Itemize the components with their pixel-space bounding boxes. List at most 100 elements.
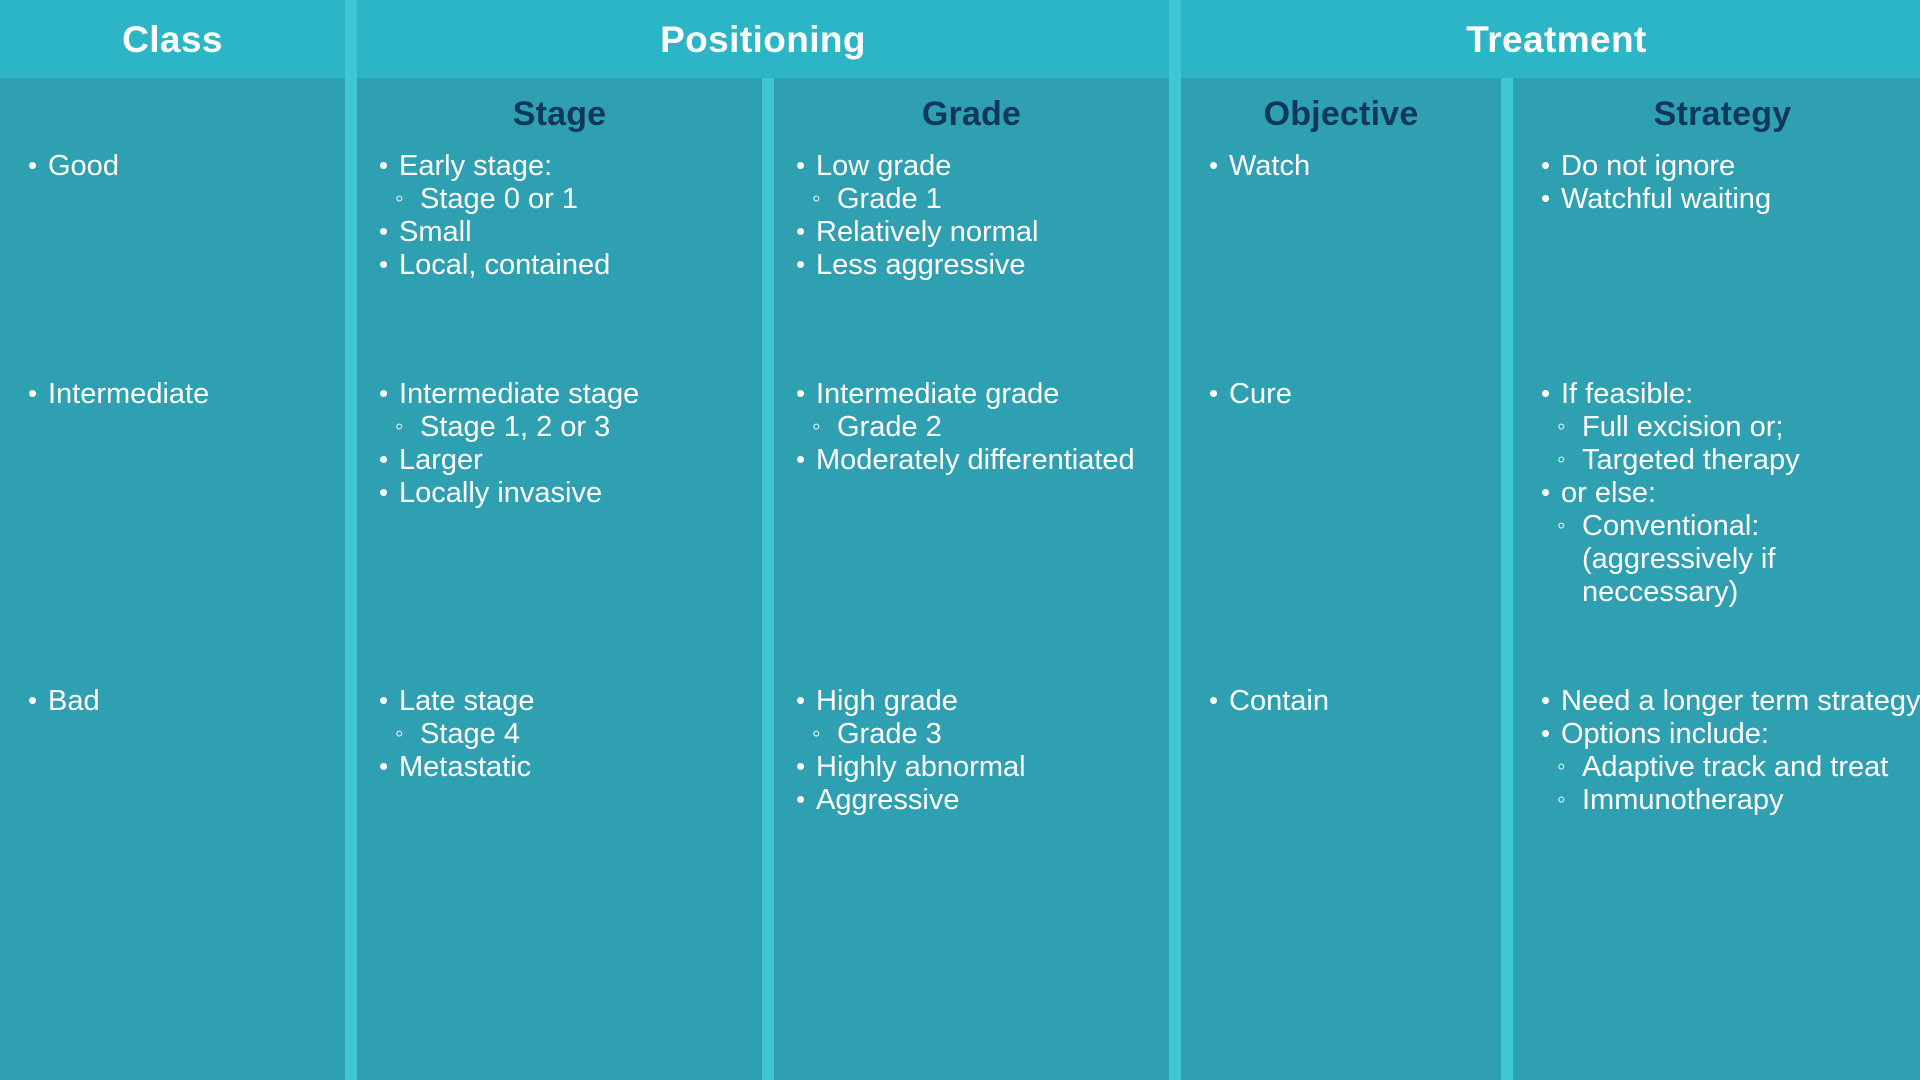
sub-list-item: Stage 1, 2 or 3 [387,410,758,444]
list-item: Intermediate [18,377,341,411]
cell-objective-good: Watch [1181,149,1501,183]
sub-list-item: Full excision or; [1549,410,1920,444]
column-divider-1 [345,78,357,1080]
sub-list-item: Stage 4 [387,717,758,751]
bullet-list: Intermediate grade Grade 2 Moderately di… [786,377,1165,477]
sub-list-item: Immunotherapy [1549,783,1920,817]
list-item: Do not ignore [1531,149,1920,183]
list-item: Good [18,149,341,183]
column-divider-3 [1169,78,1181,1080]
list-item: Relatively normal [786,215,1165,249]
sub-list-item: Grade 3 [804,717,1165,751]
list-item: Aggressive [786,783,1165,817]
bullet-list: Early stage: Stage 0 or 1 Small Local, c… [369,149,758,282]
bullet-list: Low grade Grade 1 Relatively normal Less… [786,149,1165,282]
list-item: Options include: [1531,717,1920,751]
group-header-treatment-label: Treatment [1466,18,1647,60]
list-item: Watchful waiting [1531,182,1920,216]
sub-bullet-list: Grade 1 [786,182,1165,216]
column-divider-4 [1501,78,1513,1080]
list-item: Local, contained [369,248,758,282]
cell-strategy-good: Do not ignore Watchful waiting [1513,149,1920,216]
bullet-list: Good [18,149,341,183]
list-item: Late stage [369,684,758,718]
bullet-list: Bad [18,684,341,718]
group-header-treatment: Treatment [1181,0,1920,78]
subheader-class [0,78,345,150]
bullet-list: Intermediate stage Stage 1, 2 or 3 Large… [369,377,758,510]
cell-grade-bad: High grade Grade 3 Highly abnormal Aggre… [774,684,1169,817]
column-strategy: Strategy Do not ignore Watchful waiting … [1513,78,1920,1080]
column-grade: Grade Low grade Grade 1 Relatively norma… [774,78,1169,1080]
list-item: Contain [1199,684,1497,718]
column-class-cells: Good Intermediate Bad [0,149,345,1080]
column-strategy-cells: Do not ignore Watchful waiting If feasib… [1513,149,1920,1080]
list-item: Bad [18,684,341,718]
cell-grade-intermediate: Intermediate grade Grade 2 Moderately di… [774,377,1169,477]
bullet-list: Late stage Stage 4 Metastatic [369,684,758,784]
column-divider-2 [762,78,774,1080]
column-objective: Objective Watch Cure Contain [1181,78,1501,1080]
cell-objective-intermediate: Cure [1181,377,1501,411]
subheader-objective: Objective [1263,95,1419,133]
bullet-list: If feasible: Full excision or; Targeted … [1531,377,1920,609]
column-objective-cells: Watch Cure Contain [1181,149,1501,1080]
column-class: Good Intermediate Bad [0,78,345,1080]
subheader-stage: Stage [512,95,607,133]
list-item: Metastatic [369,750,758,784]
list-item: If feasible: [1531,377,1920,411]
cell-stage-intermediate: Intermediate stage Stage 1, 2 or 3 Large… [357,377,762,510]
cell-objective-bad: Contain [1181,684,1501,718]
list-item: Small [369,215,758,249]
group-header-positioning: Positioning [357,0,1169,78]
cell-class-intermediate: Intermediate [0,377,345,411]
sub-bullet-list: Stage 1, 2 or 3 [369,410,758,444]
sub-bullet-list: Stage 0 or 1 [369,182,758,216]
list-item: Intermediate grade [786,377,1165,411]
column-stage-cells: Early stage: Stage 0 or 1 Small Local, c… [357,149,762,1080]
sub-list-item: Grade 2 [804,410,1165,444]
cell-stage-good: Early stage: Stage 0 or 1 Small Local, c… [357,149,762,282]
list-item: Larger [369,443,758,477]
column-grade-cells: Low grade Grade 1 Relatively normal Less… [774,149,1169,1080]
bullet-list: Cure [1199,377,1497,411]
sub-list-item: Grade 1 [804,182,1165,216]
group-header-positioning-label: Positioning [660,18,866,60]
list-item: Moderately differentiated [786,443,1165,477]
cell-grade-good: Low grade Grade 1 Relatively normal Less… [774,149,1169,282]
group-header-divider-2 [1169,0,1181,78]
bullet-list: Do not ignore Watchful waiting [1531,149,1920,216]
group-header-class-label: Class [122,18,223,60]
cell-class-good: Good [0,149,345,183]
sub-bullet-list: Stage 4 [369,717,758,751]
sub-bullet-list: Adaptive track and treat Immunotherapy [1531,750,1920,817]
list-item: High grade [786,684,1165,718]
bullet-list: Watch [1199,149,1497,183]
sub-list-item: Targeted therapy [1549,443,1920,477]
sub-bullet-list: Full excision or; Targeted therapy [1531,410,1920,477]
cell-stage-bad: Late stage Stage 4 Metastatic [357,684,762,784]
list-item: Cure [1199,377,1497,411]
list-item: Early stage: [369,149,758,183]
bullet-list: Intermediate [18,377,341,411]
sub-bullet-list: Conventional: (aggressively if neccessar… [1531,509,1920,609]
list-item: Need a longer term strategy [1531,684,1920,718]
list-item: Intermediate stage [369,377,758,411]
sub-bullet-list: Grade 2 [786,410,1165,444]
cell-strategy-intermediate: If feasible: Full excision or; Targeted … [1513,377,1920,609]
group-header-divider-1 [345,0,357,78]
cell-class-bad: Bad [0,684,345,718]
cell-strategy-bad: Need a longer term strategy Options incl… [1513,684,1920,817]
bullet-list: Need a longer term strategy Options incl… [1531,684,1920,817]
list-item: Less aggressive [786,248,1165,282]
column-stage: Stage Early stage: Stage 0 or 1 Small Lo… [357,78,762,1080]
subheader-grade: Grade [921,95,1022,133]
list-item: or else: [1531,476,1920,510]
group-header-class: Class [0,0,345,78]
list-item: Low grade [786,149,1165,183]
list-item: Highly abnormal [786,750,1165,784]
sub-list-item: Stage 0 or 1 [387,182,758,216]
sub-bullet-list: Grade 3 [786,717,1165,751]
bullet-list: Contain [1199,684,1497,718]
